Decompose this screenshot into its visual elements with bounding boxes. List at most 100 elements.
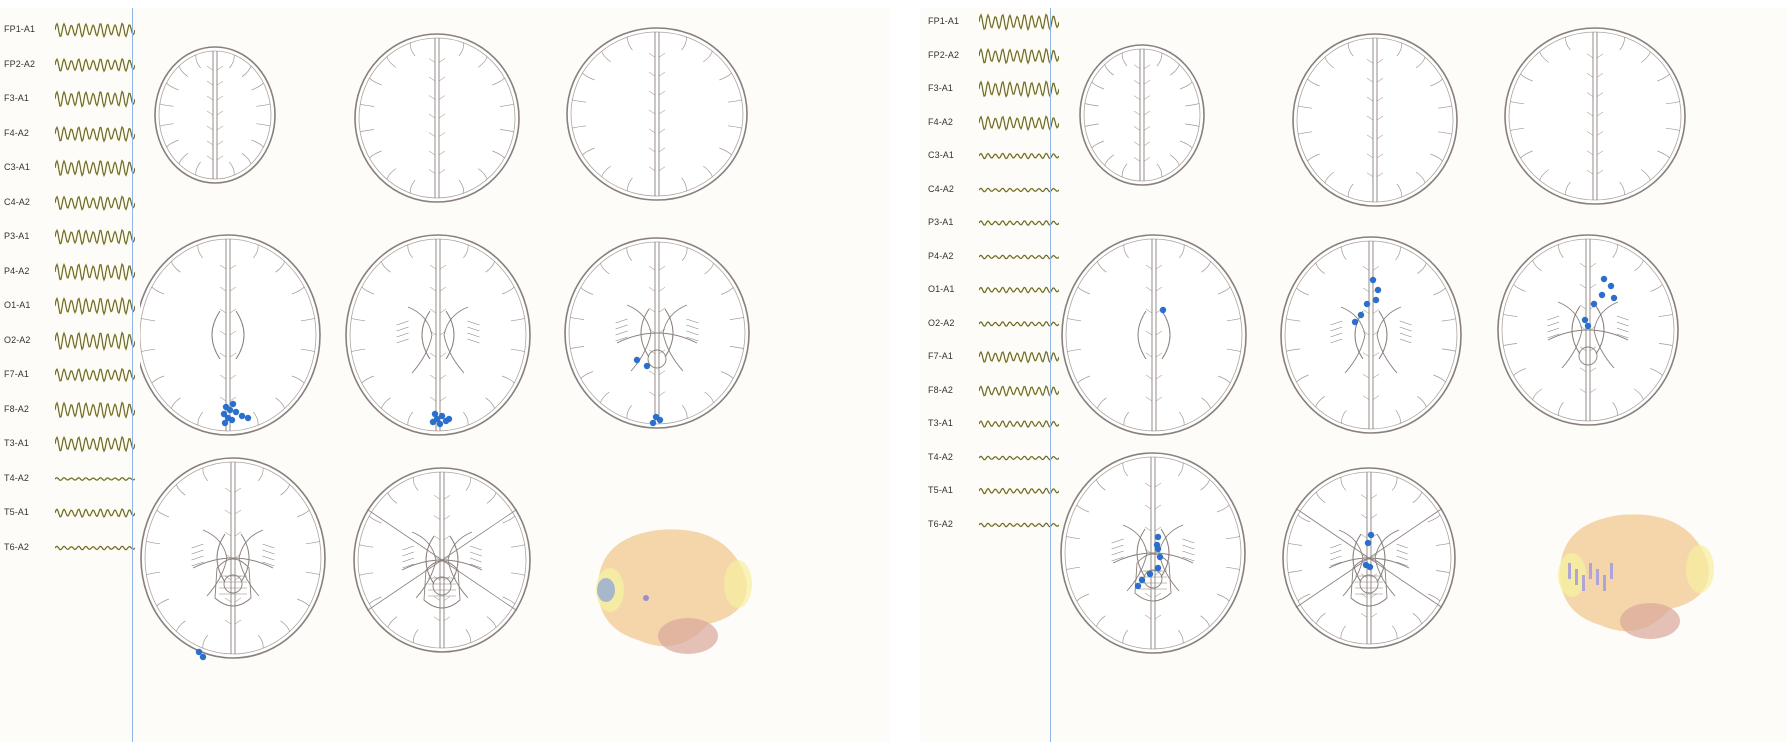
eeg-waveform xyxy=(979,45,1059,67)
eeg-channel-row: C4-A2 xyxy=(924,179,1064,201)
eeg-channel-label: F8-A2 xyxy=(4,404,56,414)
brain-slice xyxy=(1281,237,1461,433)
eeg-channel-label: T4-A2 xyxy=(4,473,56,483)
dipole-marker xyxy=(1139,577,1145,583)
eeg-channel-label: F3-A1 xyxy=(928,83,980,93)
eeg-divider-left xyxy=(132,8,133,742)
dipole-marker xyxy=(432,411,438,417)
eeg-channel-row: T5-A1 xyxy=(924,480,1064,502)
eeg-waveform xyxy=(55,157,135,179)
eeg-channel-label: P3-A1 xyxy=(928,217,980,227)
brain-slice xyxy=(1498,235,1678,425)
eeg-divider-right xyxy=(1050,8,1051,742)
dipole-marker xyxy=(1375,287,1381,293)
eeg-channel-row: F7-A1 xyxy=(924,346,1064,368)
dipole-marker xyxy=(439,413,445,419)
eeg-waveform xyxy=(979,447,1059,469)
eeg-waveform xyxy=(55,364,135,386)
eeg-waveform xyxy=(979,145,1059,167)
brain-slice xyxy=(141,458,325,658)
dipole-marker xyxy=(1601,276,1607,282)
eeg-waveform xyxy=(979,179,1059,201)
brain-3d-render xyxy=(1558,514,1714,639)
brain-slice xyxy=(1080,45,1204,185)
dipole-marker xyxy=(1135,583,1141,589)
eeg-waveform xyxy=(55,54,135,76)
right-panel: FP1-A1FP2-A2F3-A1F4-A2C3-A1C4-A2P3-A1P4-… xyxy=(920,8,1787,742)
eeg-waveform xyxy=(979,246,1059,268)
eeg-waveform xyxy=(979,279,1059,301)
eeg-channel-row: T5-A1 xyxy=(0,502,140,524)
dipole-marker xyxy=(1367,564,1373,570)
eeg-channel-row: T4-A2 xyxy=(0,468,140,490)
eeg-channel-row: F3-A1 xyxy=(924,78,1064,100)
dipole-marker xyxy=(1370,277,1376,283)
eeg-waveform xyxy=(979,11,1059,33)
eeg-waveform xyxy=(979,212,1059,234)
eeg-channel-row: P4-A2 xyxy=(924,246,1064,268)
eeg-waveform xyxy=(55,19,135,41)
eeg-channel-label: O1-A1 xyxy=(928,284,980,294)
dipole-marker xyxy=(634,357,640,363)
eeg-channel-row: O1-A1 xyxy=(924,279,1064,301)
eeg-waveform xyxy=(55,399,135,421)
dipole-marker xyxy=(230,401,236,407)
eeg-waveform xyxy=(979,112,1059,134)
brain-slice xyxy=(567,28,747,200)
brain-slice xyxy=(354,468,530,652)
eeg-channel-label: T3-A1 xyxy=(928,418,980,428)
eeg-channel-row: F4-A2 xyxy=(924,112,1064,134)
eeg-waveform xyxy=(979,480,1059,502)
eeg-channel-label: C3-A1 xyxy=(4,162,56,172)
dipole-marker xyxy=(1352,319,1358,325)
dipole-marker xyxy=(1160,307,1166,313)
eeg-channel-row: P4-A2 xyxy=(0,261,140,283)
eeg-channel-row: O1-A1 xyxy=(0,295,140,317)
eeg-channel-label: FP1-A1 xyxy=(928,16,980,26)
dipole-marker xyxy=(1585,323,1591,329)
eeg-channel-label: P4-A2 xyxy=(928,251,980,261)
eeg-channel-row: FP2-A2 xyxy=(924,45,1064,67)
dipole-marker xyxy=(1582,317,1588,323)
eeg-channel-label: FP2-A2 xyxy=(4,59,56,69)
eeg-channel-row: F7-A1 xyxy=(0,364,140,386)
eeg-channel-row: F3-A1 xyxy=(0,88,140,110)
eeg-channel-label: FP2-A2 xyxy=(928,50,980,60)
eeg-channel-row: F4-A2 xyxy=(0,123,140,145)
eeg-channel-row: O2-A2 xyxy=(924,313,1064,335)
eeg-channel-label: F7-A1 xyxy=(4,369,56,379)
eeg-waveform xyxy=(55,502,135,524)
eeg-channel-label: F4-A2 xyxy=(4,128,56,138)
eeg-waveform xyxy=(55,88,135,110)
eeg-waveform xyxy=(55,123,135,145)
eeg-channel-row: F8-A2 xyxy=(924,380,1064,402)
dipole-marker xyxy=(239,413,245,419)
eeg-channel-label: O1-A1 xyxy=(4,300,56,310)
dipole-marker xyxy=(1365,540,1371,546)
eeg-channel-label: T5-A1 xyxy=(928,485,980,495)
eeg-channel-row: O2-A2 xyxy=(0,330,140,352)
eeg-channel-row: C4-A2 xyxy=(0,192,140,214)
eeg-waveform xyxy=(979,514,1059,536)
eeg-waveform xyxy=(55,433,135,455)
dipole-marker xyxy=(200,654,206,660)
dipole-marker xyxy=(1608,283,1614,289)
dipole-marker xyxy=(1358,312,1364,318)
eeg-channel-label: T3-A1 xyxy=(4,438,56,448)
eeg-channel-row: C3-A1 xyxy=(0,157,140,179)
dipole-marker xyxy=(446,416,452,422)
eeg-channel-row: FP2-A2 xyxy=(0,54,140,76)
eeg-channel-label: T6-A2 xyxy=(928,519,980,529)
eeg-channel-row: T6-A2 xyxy=(0,537,140,559)
brain-slice xyxy=(1062,235,1246,435)
dipole-marker xyxy=(1155,546,1161,552)
brain-slice xyxy=(355,34,519,202)
eeg-channel-label: F8-A2 xyxy=(928,385,980,395)
eeg-waveform xyxy=(979,313,1059,335)
eeg-channel-row: T3-A1 xyxy=(0,433,140,455)
eeg-channel-label: T5-A1 xyxy=(4,507,56,517)
eeg-channel-row: F8-A2 xyxy=(0,399,140,421)
brain-slice xyxy=(1505,28,1685,204)
eeg-channel-label: T4-A2 xyxy=(928,452,980,462)
dipole-marker xyxy=(1364,301,1370,307)
